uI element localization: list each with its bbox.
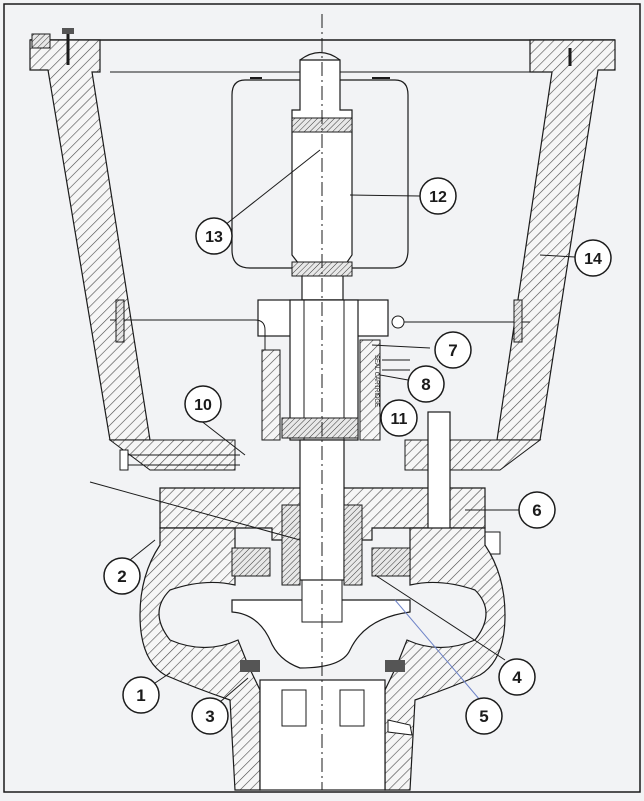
suction-rib-right	[339, 689, 365, 727]
stand-base-right	[404, 439, 542, 471]
callout-2-label: 2	[117, 567, 126, 586]
callout-8: 8	[407, 365, 445, 403]
wear-ring-right	[385, 660, 405, 672]
leader-8	[379, 374, 409, 381]
leader-13	[224, 149, 321, 226]
callout-5-label: 5	[479, 707, 488, 726]
flange-nut-left	[62, 28, 74, 34]
flange-bolt-left	[31, 33, 51, 49]
callout-2: 2	[103, 557, 141, 595]
callout-3-label: 3	[205, 707, 214, 726]
callout-3: 3	[191, 697, 229, 735]
callout-12: 12	[419, 177, 457, 215]
seal-chamber-wall-left	[261, 349, 281, 441]
callout-11: 11	[380, 399, 418, 437]
shaft-sleeve-left	[281, 504, 301, 586]
callout-14-label: 14	[584, 251, 602, 268]
callout-4: 4	[498, 658, 536, 696]
shaft-sleeve-right	[343, 504, 363, 586]
pump-shaft	[299, 439, 345, 581]
callout-6-label: 6	[532, 501, 541, 520]
callout-10-label: 10	[194, 397, 212, 414]
side-bolt-left	[115, 299, 125, 343]
coupling-guard-outline	[231, 79, 409, 269]
leader-3	[219, 677, 249, 703]
callout-11-label: 11	[391, 411, 408, 428]
callout-4-label: 4	[512, 668, 522, 687]
wear-ring-left	[240, 660, 260, 672]
suction-rib-left	[281, 689, 307, 727]
callout-13: 13	[195, 217, 233, 255]
leader-10	[199, 419, 246, 456]
leader-5	[394, 599, 481, 701]
side-bolt-right	[513, 299, 523, 343]
callout-13-label: 13	[205, 229, 223, 246]
callout-1-label: 1	[136, 686, 145, 705]
callout-7: 7	[434, 331, 472, 369]
suction-gauge-stub	[387, 719, 413, 736]
leader-7	[371, 344, 431, 349]
mechanical-seal-faces	[281, 417, 359, 439]
callout-7-label: 7	[448, 341, 457, 360]
callout-12-label: 12	[429, 189, 447, 206]
callout-5: 5	[465, 697, 503, 735]
drain-plug	[119, 449, 129, 471]
callout-1: 1	[122, 676, 160, 714]
motor-stand-left-wall	[29, 39, 151, 441]
leader-12	[349, 194, 421, 197]
callout-14: 14	[574, 239, 612, 277]
seal-chamber-wall-right	[359, 339, 381, 441]
leader-4	[374, 574, 506, 661]
leader-extra	[89, 481, 301, 541]
leader-2	[129, 539, 156, 561]
flush-line-left	[110, 319, 266, 350]
impeller	[231, 599, 411, 669]
throat-bushing-left	[231, 547, 271, 577]
drain-connection	[125, 454, 240, 466]
motor-shaft-end	[299, 51, 341, 61]
throat-bushing-right	[371, 547, 411, 577]
callout-10: 10	[184, 385, 222, 423]
callout-8-label: 8	[421, 375, 430, 394]
drawing-border	[3, 3, 641, 793]
callout-6: 6	[518, 491, 556, 529]
vent-connection	[382, 359, 410, 371]
seal-cartridge-label: SEAL CARTRIDGE	[373, 355, 379, 407]
leader-14	[539, 254, 576, 258]
flush-valve	[391, 315, 405, 329]
